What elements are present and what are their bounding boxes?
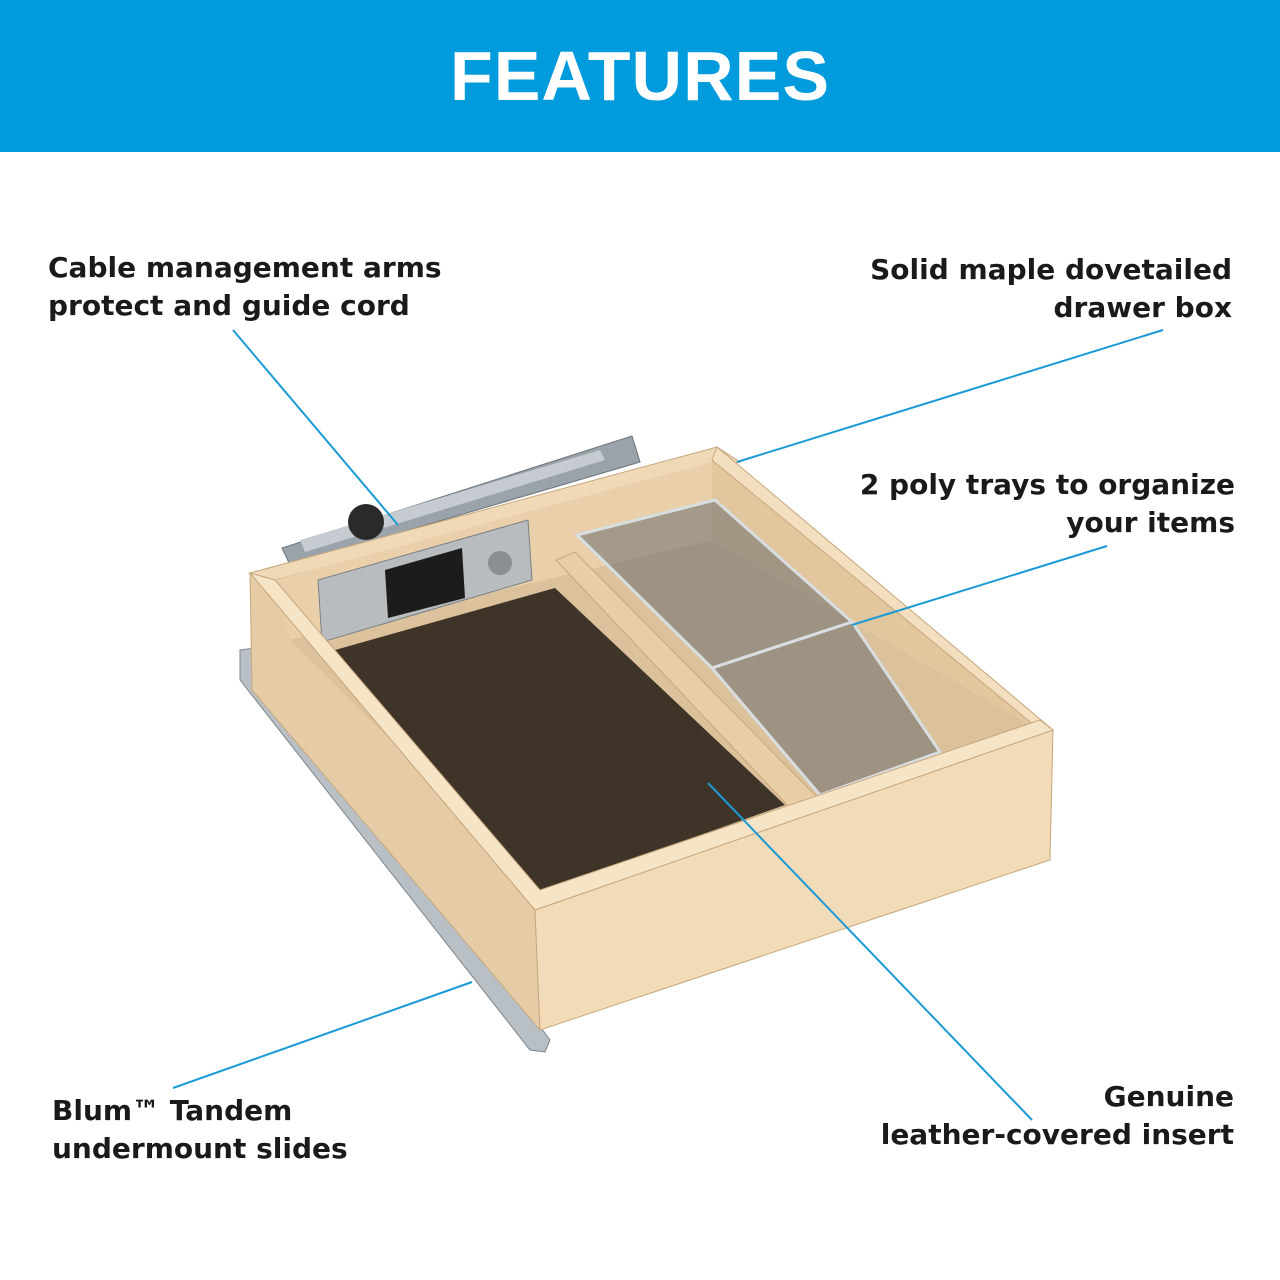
callout-maple-box: Solid maple dovetailed drawer box <box>870 251 1232 327</box>
callout-line: Genuine <box>1103 1080 1234 1113</box>
callout-line: 2 poly trays to organize <box>859 468 1235 501</box>
leather-insert <box>335 588 785 892</box>
page-title: FEATURES <box>449 37 831 115</box>
features-banner: FEATURES <box>0 0 1280 152</box>
poly-trays <box>574 498 943 797</box>
callout-line: leather-covered insert <box>880 1118 1234 1151</box>
callout-line: protect and guide cord <box>48 289 410 322</box>
callout-leather-insert: Genuine leather-covered insert <box>881 1078 1234 1154</box>
callout-line: Solid maple dovetailed <box>870 253 1232 286</box>
cable-management-arm <box>281 435 641 566</box>
callout-line: undermount slides <box>52 1132 348 1165</box>
callout-slides: Blum™ Tandem undermount slides <box>52 1092 348 1168</box>
callout-line: your items <box>1066 506 1235 539</box>
leader-lines <box>172 329 1164 1121</box>
power-outlet <box>317 519 533 643</box>
callout-line: Blum™ Tandem <box>52 1094 293 1127</box>
callout-line: drawer box <box>1053 291 1233 324</box>
callout-line: Cable management arms <box>48 251 442 284</box>
callout-cable-management: Cable management arms protect and guide … <box>48 249 442 325</box>
callout-poly-trays: 2 poly trays to organize your items <box>860 466 1235 542</box>
